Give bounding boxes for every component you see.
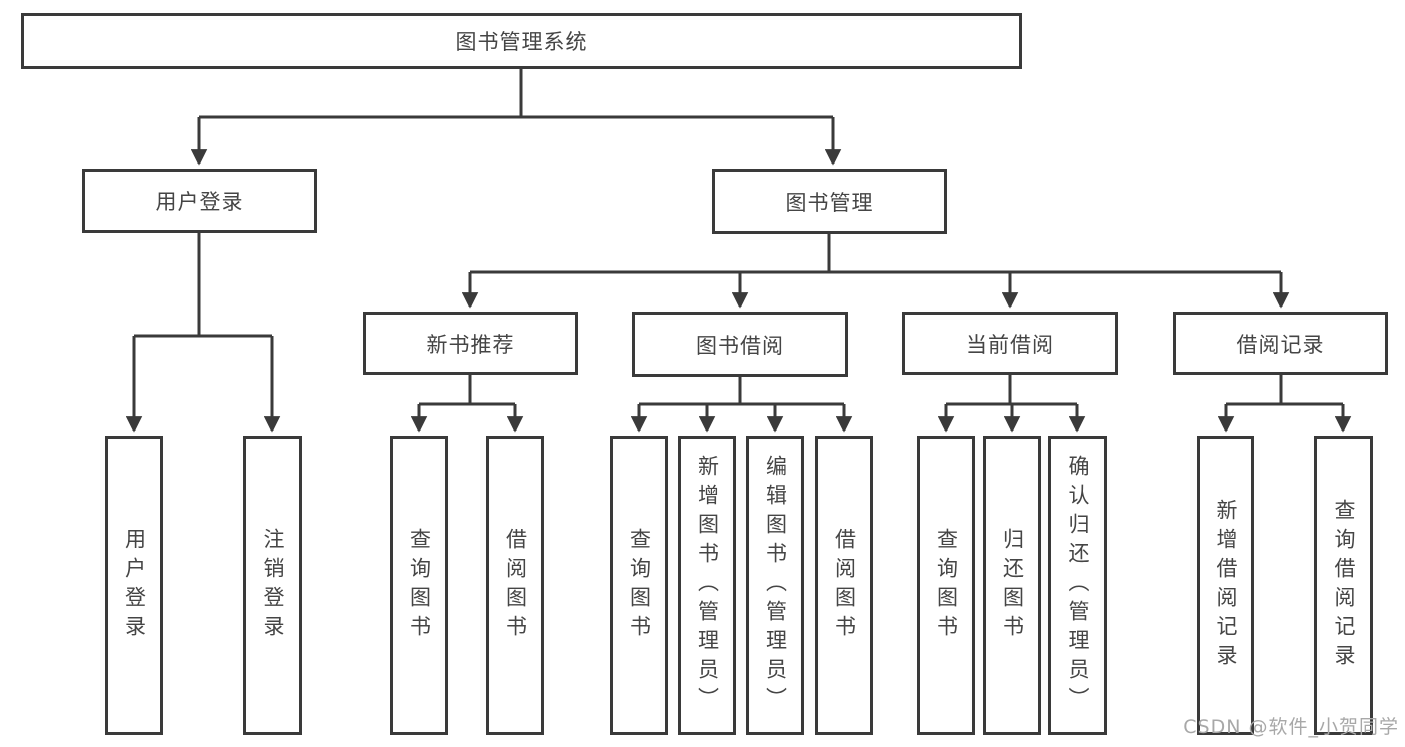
leaf-add-borrow-record-label: 新增借阅记录 (1214, 498, 1238, 673)
node-user-login-label: 用户登录 (155, 190, 244, 214)
leaf-confirm-return-admin-label: 确认归还（管理员） (1066, 455, 1090, 716)
leaf-recommend-borrow-books: 借阅图书 (486, 436, 544, 735)
node-new-book-recommend-label: 新书推荐 (426, 332, 515, 357)
connector-book-borrow (639, 375, 844, 406)
leaf-edit-books-admin-label: 编辑图书（管理员） (763, 455, 788, 716)
leaf-user-login-label: 用户登录 (122, 527, 147, 644)
leaf-query-borrow-record: 查询借阅记录 (1314, 436, 1373, 735)
node-book-borrow-label: 图书借阅 (696, 333, 784, 358)
leaf-borrow-borrow-books-label: 借阅图书 (832, 527, 857, 644)
leaf-logout: 注销登录 (243, 436, 302, 735)
leaf-edit-books-admin: 编辑图书（管理员） (746, 436, 804, 735)
leaf-add-books-admin: 新增图书（管理员） (678, 436, 736, 735)
connector-book-management (470, 234, 1281, 274)
leaf-recommend-query-books-label: 查询图书 (407, 527, 432, 644)
connector-root (199, 69, 833, 119)
node-new-book-recommend: 新书推荐 (363, 312, 578, 375)
leaf-user-login: 用户登录 (105, 436, 163, 735)
leaf-borrow-query-books-label: 查询图书 (627, 527, 652, 644)
leaf-current-query-books-label: 查询图书 (934, 527, 959, 644)
node-user-login: 用户登录 (82, 169, 317, 233)
leaf-borrow-borrow-books: 借阅图书 (815, 436, 873, 735)
node-book-borrow: 图书借阅 (632, 312, 848, 377)
connector-borrow-records (1226, 375, 1343, 406)
connector-current-borrow (946, 375, 1077, 406)
node-current-borrow-label: 当前借阅 (966, 332, 1054, 357)
leaf-recommend-borrow-books-label: 借阅图书 (503, 527, 528, 644)
leaf-confirm-return-admin: 确认归还（管理员） (1048, 436, 1107, 735)
leaf-add-books-admin-label: 新增图书（管理员） (695, 455, 720, 716)
node-library-system: 图书管理系统 (21, 13, 1022, 69)
leaf-recommend-query-books: 查询图书 (390, 436, 448, 735)
leaf-logout-label: 注销登录 (261, 527, 285, 644)
node-library-system-label: 图书管理系统 (455, 30, 588, 54)
leaf-return-books: 归还图书 (983, 436, 1041, 735)
node-current-borrow: 当前借阅 (902, 312, 1118, 375)
connector-user-login (134, 233, 272, 338)
leaf-current-query-books: 查询图书 (917, 436, 975, 735)
node-book-management: 图书管理 (712, 169, 947, 234)
node-borrow-records: 借阅记录 (1173, 312, 1388, 375)
leaf-query-borrow-record-label: 查询借阅记录 (1332, 498, 1356, 673)
node-borrow-records-label: 借阅记录 (1236, 332, 1325, 357)
connector-new-book-recommend (419, 375, 515, 406)
leaf-borrow-query-books: 查询图书 (610, 436, 668, 735)
leaf-return-books-label: 归还图书 (1000, 527, 1025, 644)
csdn-watermark: CSDN @软件_小贺同学 (1183, 716, 1399, 738)
leaf-add-borrow-record: 新增借阅记录 (1197, 436, 1254, 735)
node-book-management-label: 图书管理 (785, 190, 874, 215)
